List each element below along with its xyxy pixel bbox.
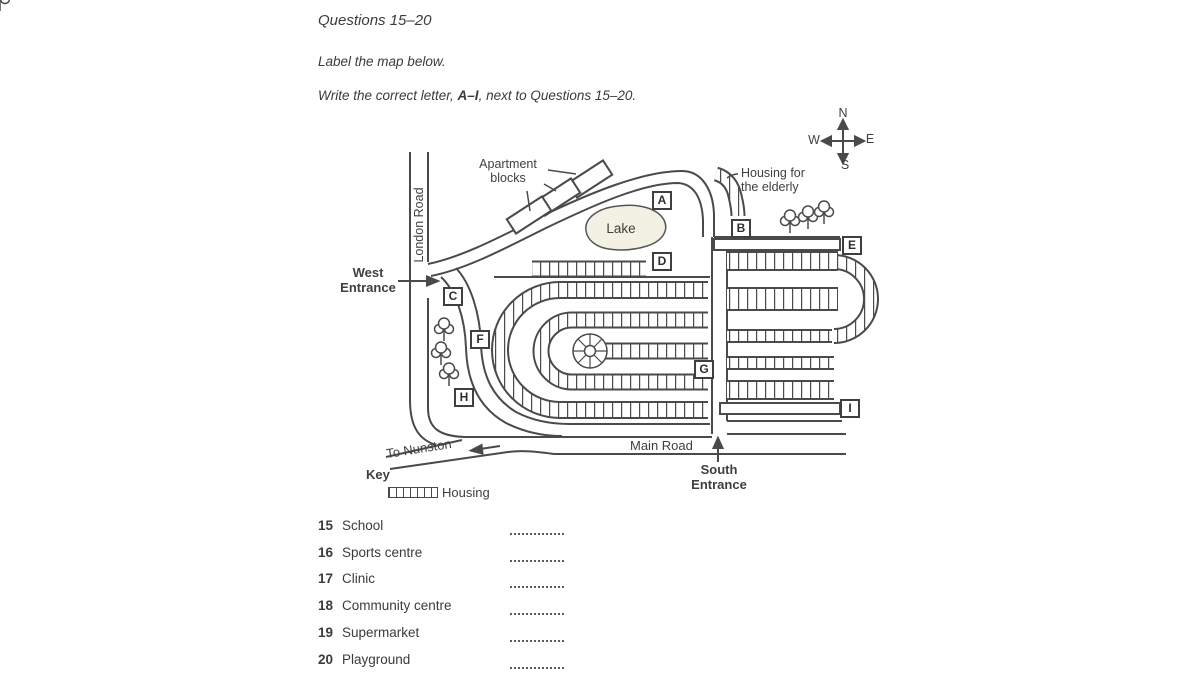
question-label: School <box>342 518 384 533</box>
answer-line-19[interactable] <box>510 628 564 642</box>
map-marker-D: D <box>652 252 672 271</box>
question-row-20: 20 Playground <box>318 652 564 670</box>
map-marker-F: F <box>470 330 490 349</box>
compass-w-label: W <box>808 133 820 147</box>
instruction-line: Label the map below. <box>318 54 446 69</box>
page-title: Questions 15–20 <box>318 12 432 29</box>
elderly-housing-strip <box>714 168 744 217</box>
key-title: Key <box>366 467 390 482</box>
question-row-18: 18 Community centre <box>318 598 564 616</box>
answer-line-15[interactable] <box>510 521 564 535</box>
compass-icon <box>819 117 867 166</box>
lake-shape <box>585 204 667 251</box>
map-marker-B: B <box>731 219 751 238</box>
question-number: 16 <box>318 545 334 560</box>
bar-near-E <box>713 238 841 251</box>
map-marker-E: E <box>842 236 862 255</box>
estate-road-line <box>455 267 710 425</box>
london-road-line <box>409 152 437 446</box>
nunston-road-line <box>385 439 463 458</box>
question-row-15: 15 School <box>318 518 564 536</box>
apartment-blocks <box>505 159 614 235</box>
apartment-blocks-label: Apartment blocks <box>479 157 537 185</box>
tree-icon <box>438 362 460 387</box>
spiral-centre <box>572 333 608 369</box>
compass-e-label: E <box>865 132 875 146</box>
question-label: Clinic <box>342 571 376 586</box>
arrows <box>398 117 867 462</box>
question-row-16: 16 Sports centre <box>318 545 564 563</box>
tree-icon <box>813 200 835 225</box>
housing-strip <box>534 313 708 389</box>
question-number: 20 <box>318 652 334 667</box>
question-number: 17 <box>318 571 334 586</box>
apartment-block-rect <box>505 195 553 235</box>
west-entrance-label: West Entrance <box>340 265 396 295</box>
write-instruction-range: A–I <box>457 88 479 103</box>
loop-road-line <box>430 181 704 277</box>
question-number: 15 <box>318 518 334 533</box>
lake-label: Lake <box>606 221 636 236</box>
housing-strips <box>491 166 879 419</box>
london-road-label: London Road <box>412 187 426 263</box>
nunston-arrow <box>479 445 501 450</box>
compass-n-label: N <box>838 106 848 120</box>
question-label: Playground <box>342 652 411 667</box>
map-marker-G: G <box>694 360 714 379</box>
map-marker-H: H <box>454 388 474 407</box>
label-pointers <box>526 169 739 212</box>
map-marker-C: C <box>443 287 463 306</box>
question-row-17: 17 Clinic <box>318 571 564 589</box>
question-number: 18 <box>318 598 334 613</box>
key-housing-label: Housing <box>442 485 490 500</box>
compass-s-label: S <box>840 158 850 172</box>
london-road-line <box>427 298 712 438</box>
housing-strip <box>833 256 877 342</box>
key-housing-swatch <box>388 487 438 498</box>
question-row-19: 19 Supermarket <box>318 625 564 643</box>
map-marker-A: A <box>652 191 672 210</box>
loop-road-line <box>427 169 715 265</box>
housing-elderly-label: Housing for the elderly <box>741 166 805 194</box>
map-marker-I: I <box>840 399 860 418</box>
main-road-line <box>389 450 846 470</box>
question-label: Sports centre <box>342 545 423 560</box>
bar-near-I <box>719 402 841 415</box>
answer-line-20[interactable] <box>510 655 564 669</box>
estate-road-line <box>440 276 563 437</box>
question-number: 19 <box>318 625 334 640</box>
answer-line-17[interactable] <box>510 574 564 588</box>
housing-strip <box>493 283 708 417</box>
write-instruction-pre: Write the correct letter, <box>318 88 458 103</box>
tree-icon <box>433 317 455 342</box>
trees <box>0 0 835 387</box>
write-instruction-post: , next to Questions 15–20. <box>478 88 637 103</box>
write-instruction-line: Write the correct letter, A–I, next to Q… <box>318 88 636 103</box>
answer-line-18[interactable] <box>510 601 564 615</box>
tree-icon <box>430 341 452 366</box>
south-entrance-label: South Entrance <box>691 462 747 492</box>
tree-icon <box>779 209 801 234</box>
main-road-label: Main Road <box>630 438 693 453</box>
question-label: Supermarket <box>342 625 420 640</box>
question-label: Community centre <box>342 598 452 613</box>
answer-line-16[interactable] <box>510 548 564 562</box>
